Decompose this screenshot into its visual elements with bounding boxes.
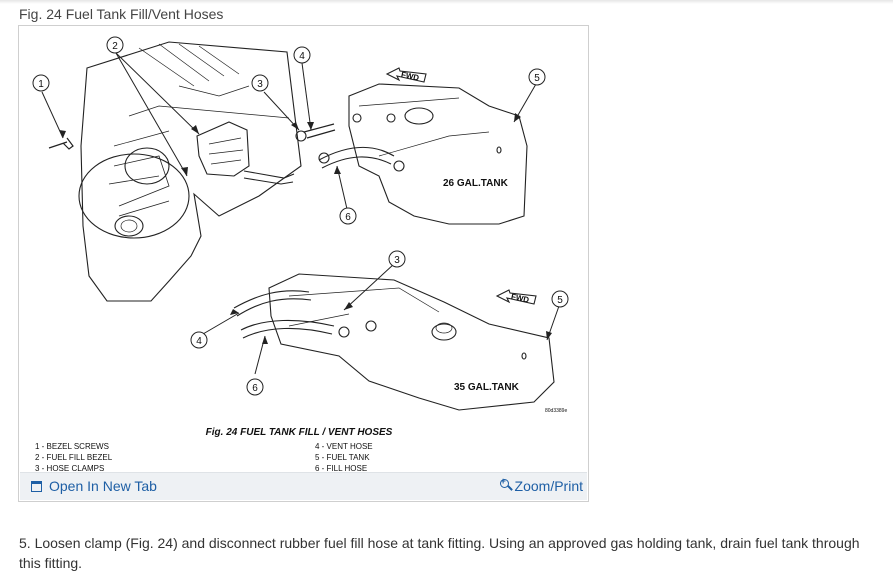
- hose-clamp-upper-b: [318, 152, 330, 164]
- zoom-print-label: Zoom/Print: [514, 478, 583, 494]
- callout-circle-3-upper: [251, 74, 269, 92]
- callout-circle-6-lower: [246, 378, 264, 396]
- fill-bezel: [196, 121, 250, 177]
- leader-3-lower: [343, 263, 395, 311]
- callout-circle-4-upper: [293, 46, 311, 64]
- legend-right-6: 6 - FILL HOSE: [315, 464, 367, 473]
- instruction-paragraph: 5. Loosen clamp (Fig. 24) and disconnect…: [19, 535, 860, 571]
- zoom-print-link[interactable]: + Zoom/Print: [499, 476, 583, 494]
- bezel-screw: [48, 137, 74, 150]
- leader-4-upper: [301, 62, 312, 131]
- callout-circle-3-lower: [388, 250, 406, 268]
- callout-3-lower: 3: [394, 255, 400, 266]
- fwd-arrow-upper: [385, 67, 427, 83]
- legend-left-1: 1 - BEZEL SCREWS: [35, 442, 109, 451]
- callout-circle-4-lower: [190, 331, 208, 349]
- callout-5-lower: 5: [557, 295, 563, 306]
- figure-container: 1 2 3 4 5 6 3 4 5 6 FWD FWD 26 GAL.TANK …: [18, 25, 589, 502]
- callout-circle-5-lower: [551, 290, 569, 308]
- callout-circle-5-upper: [528, 68, 546, 86]
- open-in-new-tab-label: Open In New Tab: [49, 478, 157, 494]
- tank-35gal-label: 35 GAL.TANK: [454, 382, 520, 393]
- fuel-tank-diagram: 1 2 3 4 5 6 3 4 5 6 FWD FWD 26 GAL.TANK …: [32, 36, 569, 473]
- lower-vent-hose: [233, 290, 312, 317]
- callout-2: 2: [112, 41, 118, 52]
- tank-26gal-sender: [404, 107, 434, 125]
- fwd-label-upper: FWD: [400, 70, 420, 83]
- filler-neck-lines: [108, 155, 170, 217]
- tank-26gal-label: 26 GAL.TANK: [443, 178, 509, 189]
- open-in-new-tab-link[interactable]: Open In New Tab: [31, 478, 157, 494]
- leader-2b: [115, 52, 188, 177]
- leader-3-upper: [263, 91, 300, 131]
- part-code: 80d3389e: [545, 408, 567, 414]
- callout-6-lower: 6: [252, 383, 258, 394]
- callout-6-upper: 6: [345, 212, 351, 223]
- callout-circle-6-upper: [339, 207, 357, 225]
- tank-26gal-outline: [348, 83, 528, 225]
- fwd-arrow-lower: [495, 289, 537, 305]
- callout-5-upper: 5: [534, 73, 540, 84]
- legend-left-3: 3 - HOSE CLAMPS: [35, 464, 104, 473]
- upper-fill-pipe: [243, 170, 295, 185]
- leader-4-lower: [202, 312, 240, 335]
- filler-door: [78, 153, 190, 239]
- legend-left-2: 2 - FUEL FILL BEZEL: [35, 453, 113, 462]
- hose-clamp-upper-a: [295, 130, 307, 142]
- lower-fill-hose: [240, 319, 335, 339]
- callout-circle-2: [106, 36, 124, 54]
- callout-4-upper: 4: [299, 51, 305, 62]
- magnifier-plus-icon: +: [499, 476, 513, 493]
- body-panel-ribs: [138, 43, 240, 87]
- top-shadow-bar: [0, 0, 893, 4]
- body-panel-outline: [80, 41, 302, 302]
- callout-4-lower: 4: [196, 336, 202, 347]
- fwd-label-lower: FWD: [510, 292, 530, 305]
- callout-circle-1: [32, 74, 50, 92]
- tank-35gal-sender: [431, 323, 457, 341]
- upper-vent-hose: [303, 123, 336, 139]
- figure-caption: Fig. 24 FUEL TANK FILL / VENT HOSES: [206, 427, 393, 438]
- callout-3-upper: 3: [257, 79, 263, 90]
- figure-footer: Open In New Tab + Zoom/Print: [20, 472, 587, 500]
- bed-floor-lines: [113, 85, 290, 147]
- figure-heading: Fig. 24 Fuel Tank Fill/Vent Hoses: [19, 6, 224, 22]
- legend-right-4: 4 - VENT HOSE: [315, 442, 373, 451]
- tank-35gal-outline: [268, 273, 555, 411]
- window-icon: [31, 480, 42, 492]
- fuel-cap: [114, 215, 144, 237]
- leader-2a: [115, 52, 200, 135]
- legend-right-5: 5 - FUEL TANK: [315, 453, 370, 462]
- filler-door-inner: [124, 147, 170, 185]
- callout-1: 1: [38, 79, 44, 90]
